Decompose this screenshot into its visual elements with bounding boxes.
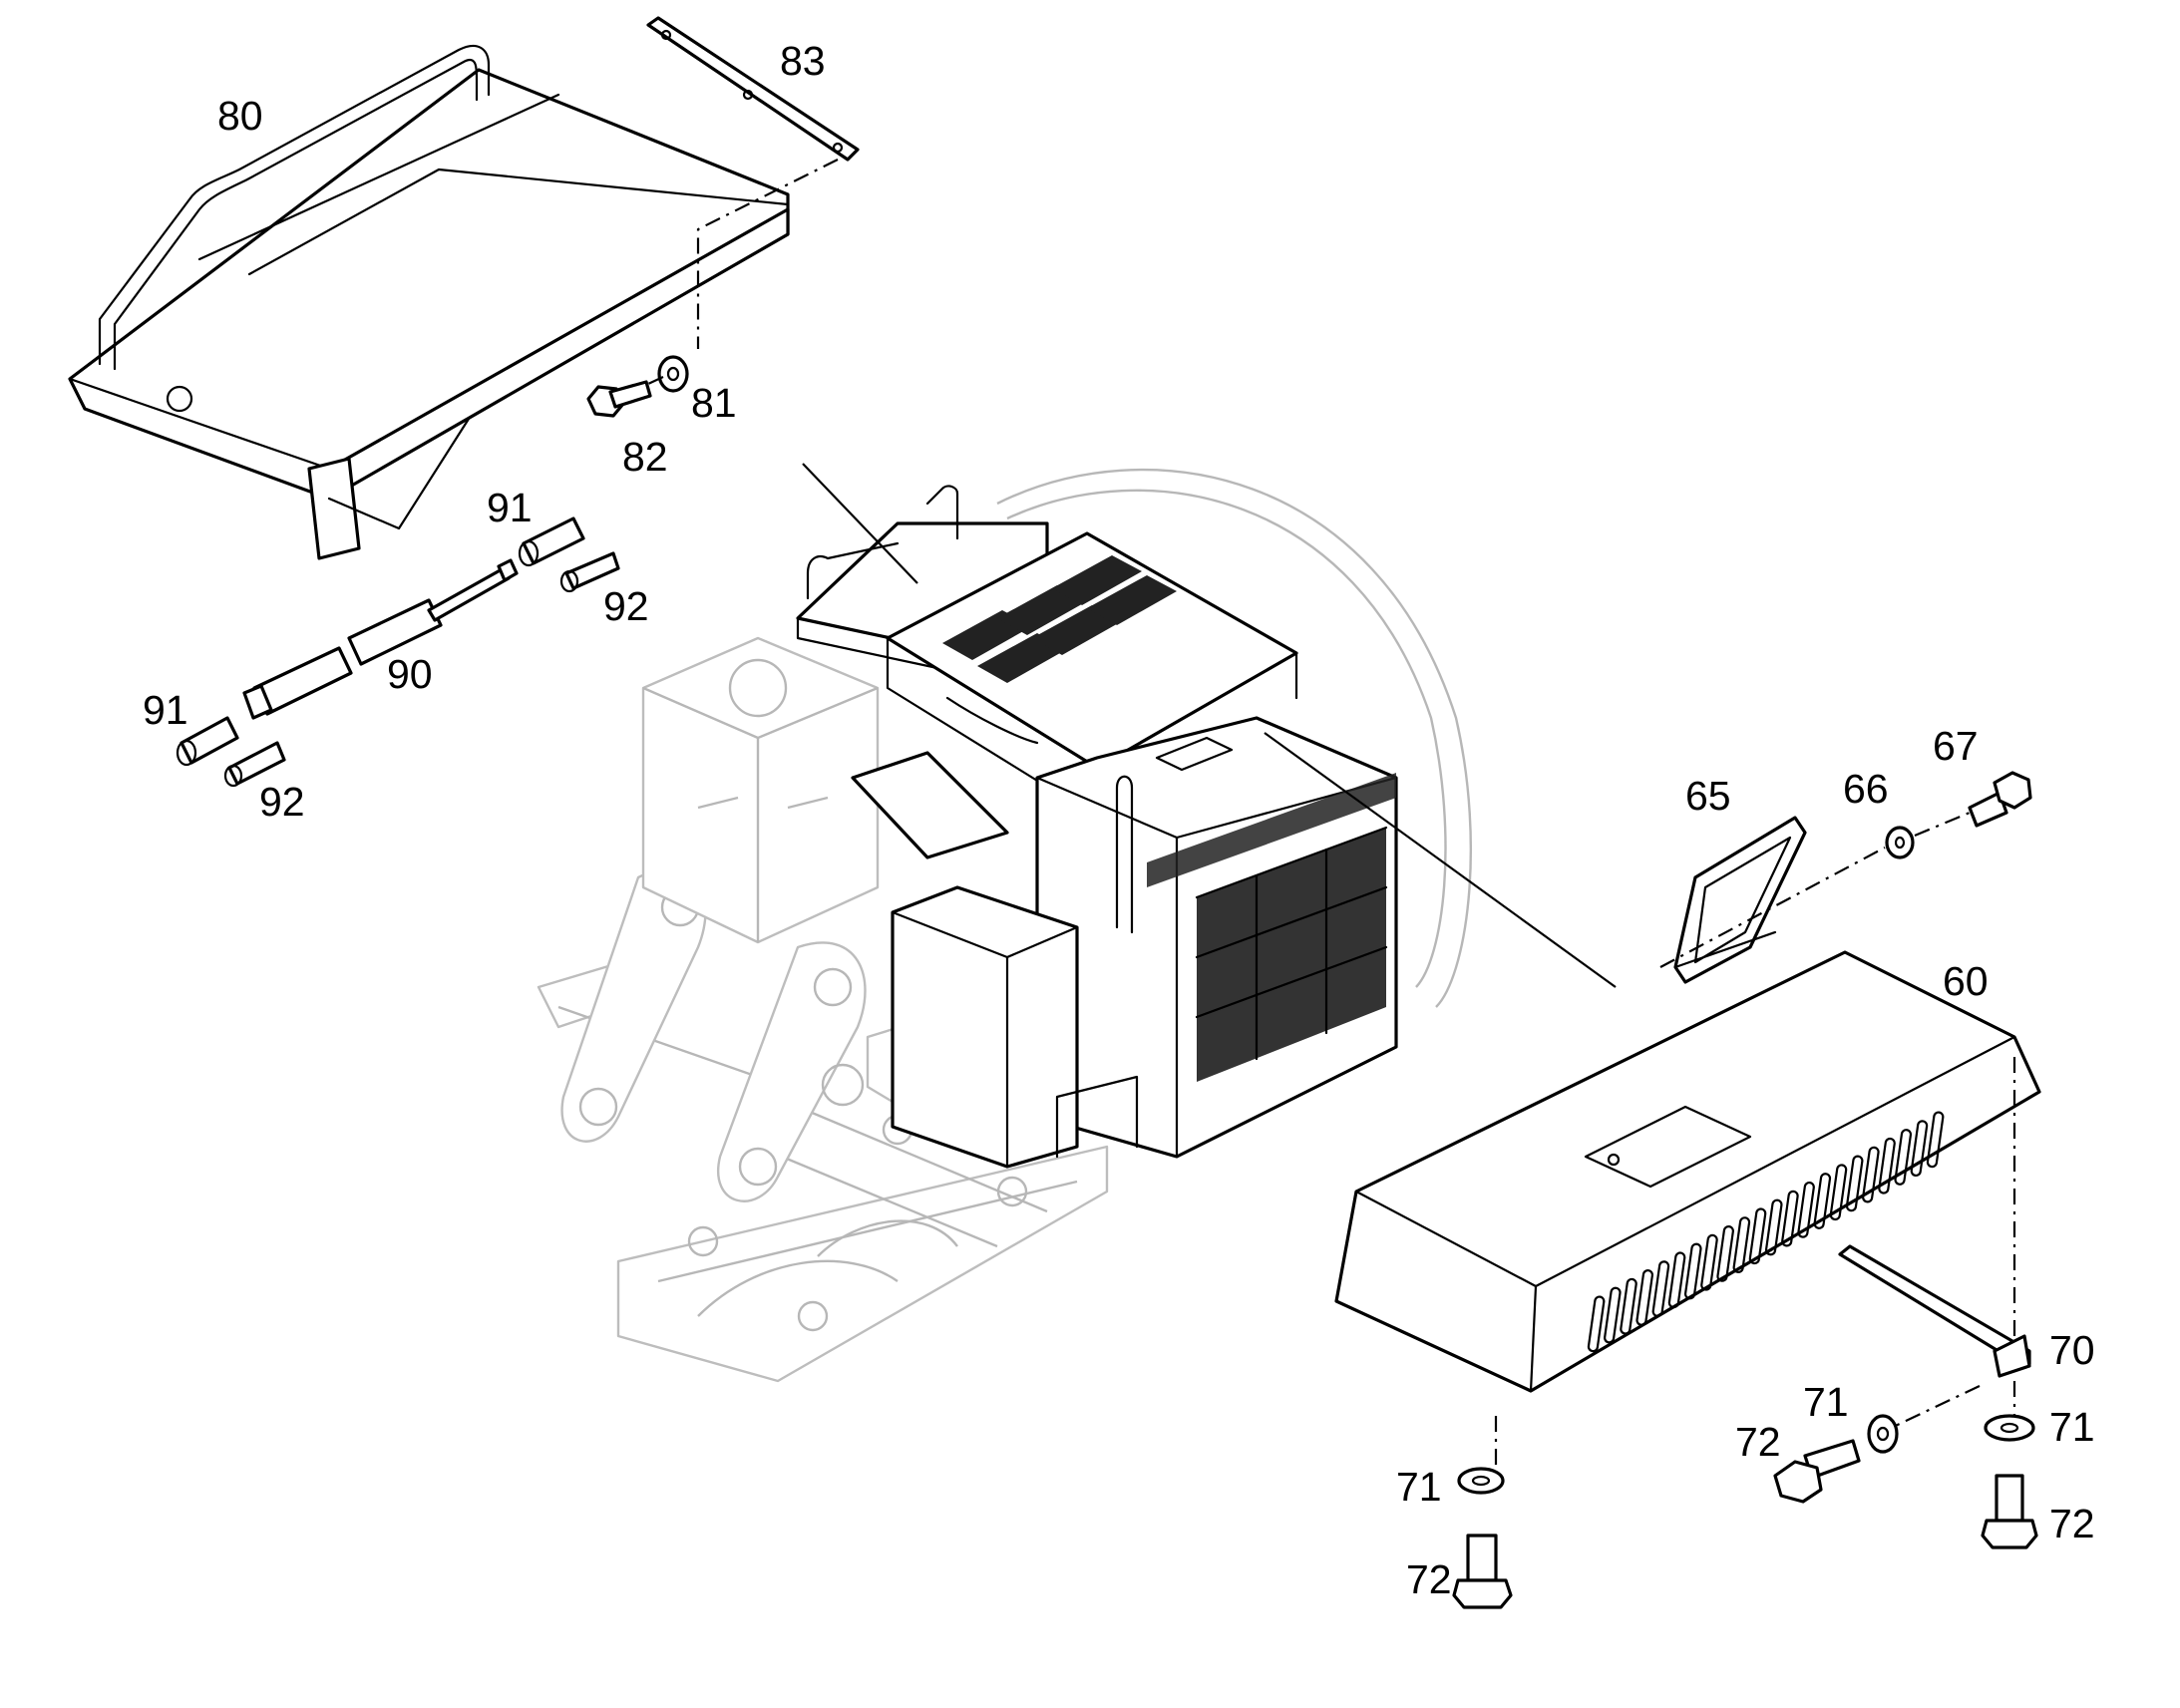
louver-slot	[1587, 1295, 1606, 1353]
part-83-strip	[646, 16, 860, 162]
part-80-top-cover	[68, 44, 790, 560]
part-71-washer-right	[1984, 1414, 2035, 1442]
louver-slot	[1845, 1155, 1864, 1212]
louver-slot	[1764, 1198, 1783, 1256]
callout-91-upper: 91	[487, 485, 533, 530]
part-71-washer-middle	[1867, 1414, 1899, 1454]
louver-slot	[1894, 1129, 1913, 1186]
part-92-pin-upper	[559, 551, 620, 593]
louver-slot	[1716, 1225, 1734, 1282]
louver-slot	[1700, 1233, 1718, 1291]
louver-slot	[1683, 1242, 1702, 1300]
callout-72-middle: 72	[1735, 1419, 1781, 1465]
callout-91-lower: 91	[143, 687, 188, 733]
louver-slot	[1878, 1137, 1896, 1195]
callout-82: 82	[622, 434, 668, 480]
callout-72-right: 72	[2049, 1501, 2095, 1546]
callout-66: 66	[1843, 766, 1889, 812]
louver-slot	[1862, 1146, 1880, 1203]
louver-slot	[1732, 1216, 1751, 1273]
engine-hood-assembly	[796, 485, 1398, 1169]
part-60-front-cover	[1334, 950, 2041, 1393]
callout-71-left: 71	[1396, 1464, 1442, 1510]
callout-60: 60	[1943, 958, 1989, 1004]
callout-80: 80	[217, 93, 263, 139]
louver-slot	[1667, 1251, 1686, 1309]
part-82-bolt	[586, 380, 652, 418]
louver-slot	[1813, 1173, 1832, 1229]
callout-71-right: 71	[2049, 1404, 2095, 1450]
callout-70: 70	[2049, 1327, 2095, 1373]
part-72-bolt-left	[1452, 1534, 1513, 1609]
callout-90: 90	[387, 651, 433, 697]
callout-67: 67	[1933, 723, 1979, 769]
part-72-bolt-middle	[1773, 1439, 1861, 1504]
part-65-bracket	[1673, 816, 1807, 984]
part-91-clevis-upper	[518, 516, 585, 567]
louver-slot	[1604, 1286, 1622, 1344]
part-71-washer-left	[1457, 1467, 1505, 1495]
callout-65: 65	[1685, 773, 1731, 819]
louver-slot	[1620, 1277, 1637, 1335]
louver-slot	[1651, 1260, 1670, 1317]
part-72-bolt-right	[1981, 1474, 2038, 1549]
part-70-strap	[1838, 1244, 2031, 1378]
part-92-pin-lower	[223, 741, 286, 788]
part-90-gas-strut	[242, 558, 519, 720]
louver-slot	[1829, 1164, 1848, 1221]
part-91-clevis-lower	[176, 716, 239, 767]
part-67-bolt	[1968, 771, 2032, 828]
louver-slot	[1748, 1207, 1767, 1265]
louver-slot	[1635, 1269, 1654, 1326]
louver-slots	[1587, 1111, 1945, 1353]
callout-83: 83	[780, 38, 826, 84]
louver-slot	[1781, 1190, 1799, 1247]
part-66-washer	[1885, 826, 1915, 859]
callout-92-lower: 92	[259, 779, 305, 825]
louver-slot	[1926, 1111, 1945, 1169]
louver-slot	[1910, 1120, 1929, 1178]
part-81-washer	[657, 355, 689, 393]
callout-92-upper: 92	[603, 583, 649, 629]
callout-71-middle: 71	[1803, 1379, 1849, 1425]
louver-slot	[1797, 1181, 1815, 1238]
callout-72-left: 72	[1406, 1556, 1452, 1602]
callout-81: 81	[691, 380, 737, 426]
